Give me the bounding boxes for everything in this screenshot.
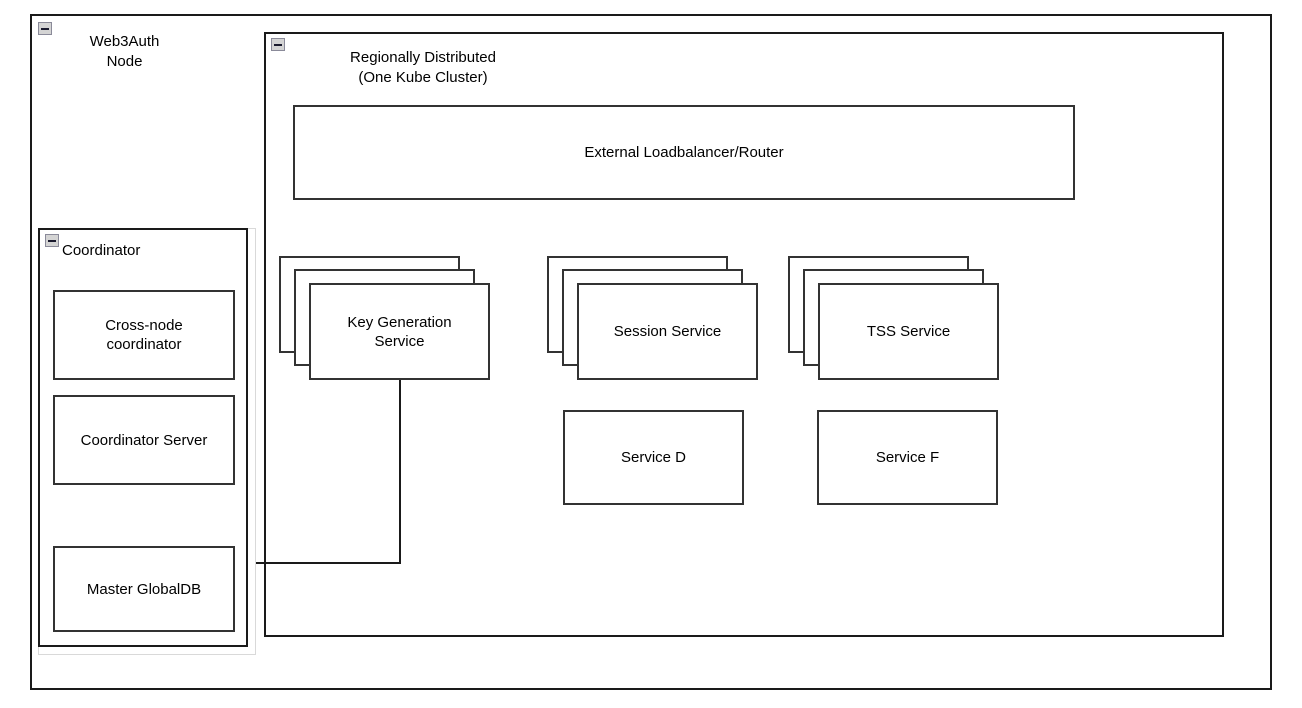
web3auth-node-label: Web3Auth Node bbox=[89, 33, 160, 70]
external-loadbalancer-router-box[interactable] bbox=[293, 105, 1075, 200]
coordinator-server-box[interactable] bbox=[53, 395, 235, 485]
service-f-box[interactable] bbox=[817, 410, 998, 505]
web3auth-node-collapse-icon[interactable] bbox=[38, 22, 52, 35]
regionally-distributed-collapse-icon[interactable] bbox=[271, 38, 285, 51]
master-globaldb-box[interactable] bbox=[53, 546, 235, 632]
cross-node-coordinator-box[interactable] bbox=[53, 290, 235, 380]
coordinator-collapse-icon[interactable] bbox=[45, 234, 59, 247]
key-generation-service-box[interactable] bbox=[309, 283, 490, 380]
session-service-box[interactable] bbox=[577, 283, 758, 380]
coordinator-label: Coordinator bbox=[62, 242, 141, 259]
tss-service-box[interactable] bbox=[818, 283, 999, 380]
regionally-distributed-label: Regionally Distributed (One Kube Cluster… bbox=[350, 49, 496, 86]
service-d-box[interactable] bbox=[563, 410, 744, 505]
connector-keygen-vertical bbox=[399, 380, 401, 564]
connector-keygen-horizontal bbox=[248, 562, 401, 564]
